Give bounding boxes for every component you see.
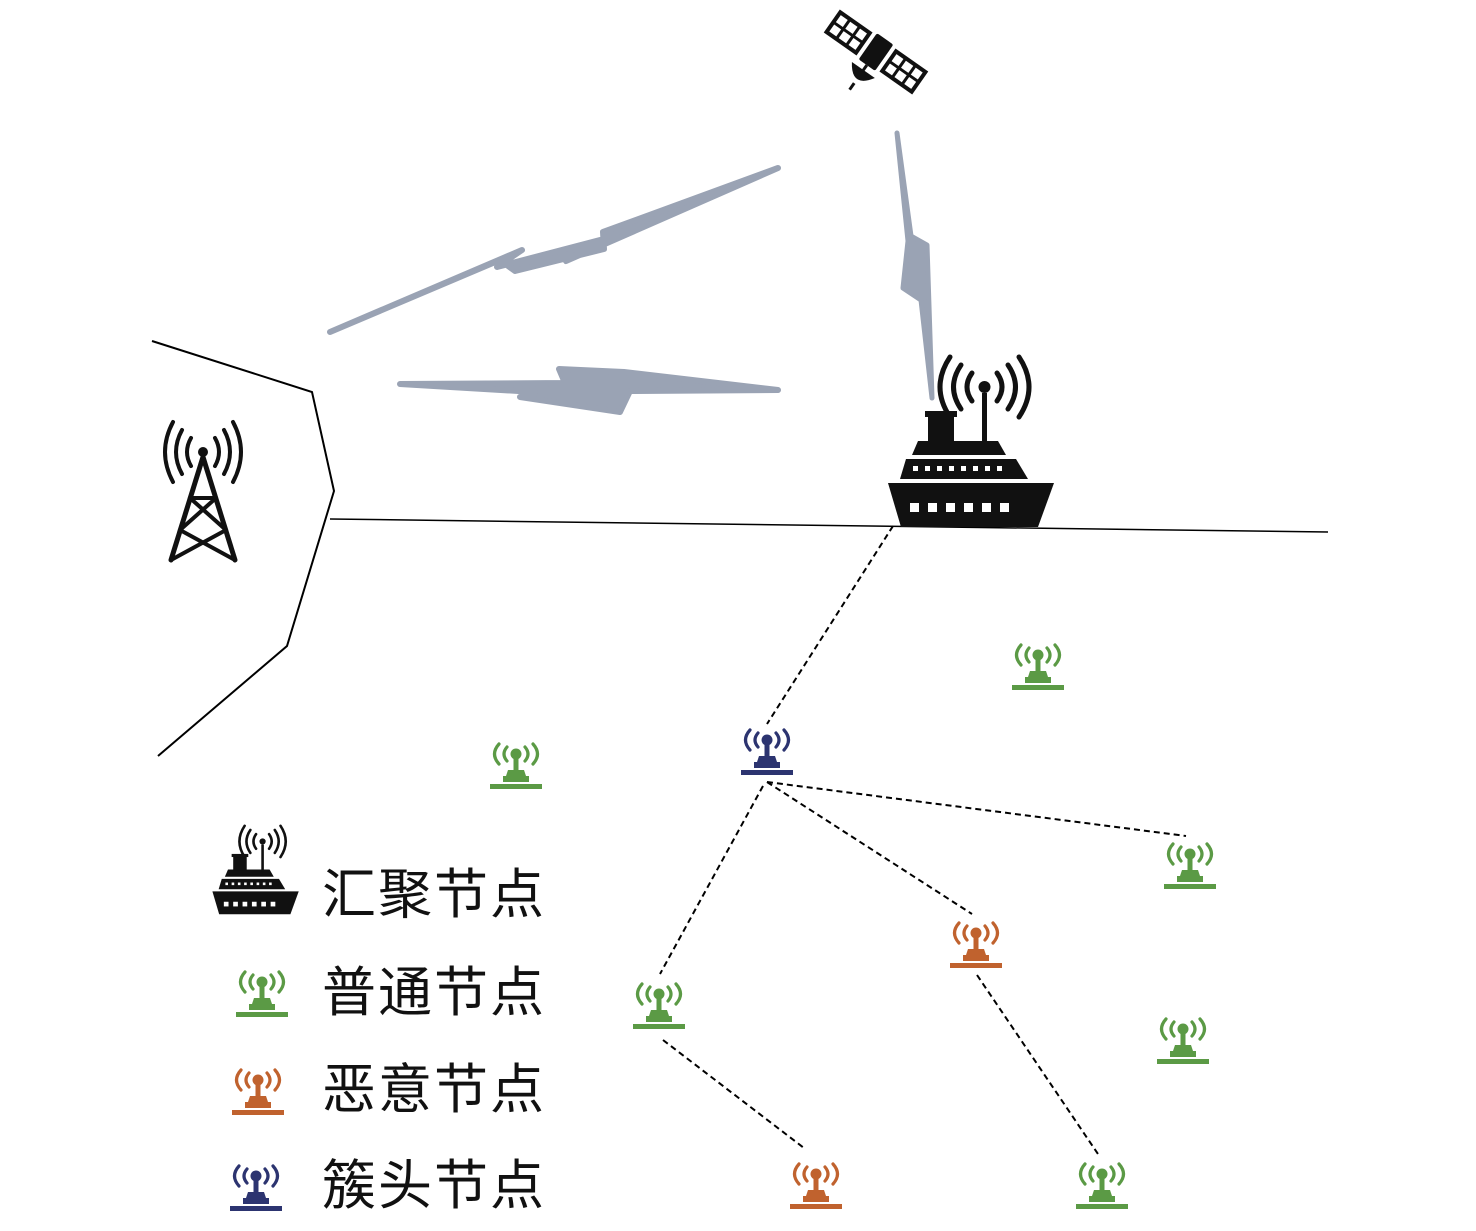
- satellite-icon: [823, 9, 929, 95]
- normal-node-icon: [631, 982, 687, 1031]
- wireless-link-satellite-ship: [894, 130, 935, 401]
- legend-cluster-head-icon: [228, 1164, 284, 1213]
- legend-malicious-icon: [230, 1068, 286, 1117]
- legend-label-normal: 普通节点: [322, 961, 546, 1024]
- legend-normal-icon: [234, 970, 290, 1019]
- legend-sink-icon: [211, 824, 301, 916]
- link-sink-ch: [766, 525, 894, 725]
- legend-label-cluster-head: 簇头节点: [322, 1154, 546, 1217]
- wireless-link-satellite-tower: [327, 165, 781, 335]
- link-ch-n4: [659, 785, 764, 975]
- legend: [211, 824, 301, 1213]
- nodes-layer: [488, 643, 1218, 1211]
- normal-node-icon: [1010, 643, 1066, 692]
- malicious-node-icon: [948, 921, 1004, 970]
- wireless-link-tower-ship: [397, 366, 781, 415]
- malicious-node-icon: [788, 1162, 844, 1211]
- normal-node-icon: [1074, 1162, 1130, 1211]
- coastline: [151, 340, 336, 757]
- sink-node-ship-icon: [888, 357, 1054, 527]
- link-ch-m1: [766, 781, 973, 915]
- cell-tower-icon: [163, 420, 243, 563]
- cluster-head-node-icon: [739, 728, 795, 777]
- legend-label-sink: 汇聚节点: [322, 863, 546, 926]
- normal-node-icon: [488, 742, 544, 791]
- sea-surface-line: [329, 518, 1329, 533]
- normal-node-icon: [1155, 1017, 1211, 1066]
- link-n4-m2: [662, 1039, 805, 1149]
- link-m1-n6: [976, 974, 1101, 1158]
- link-ch-n3: [766, 781, 1187, 837]
- legend-label-malicious: 恶意节点: [322, 1058, 546, 1121]
- normal-node-icon: [1162, 842, 1218, 891]
- links-layer: [659, 525, 1187, 1158]
